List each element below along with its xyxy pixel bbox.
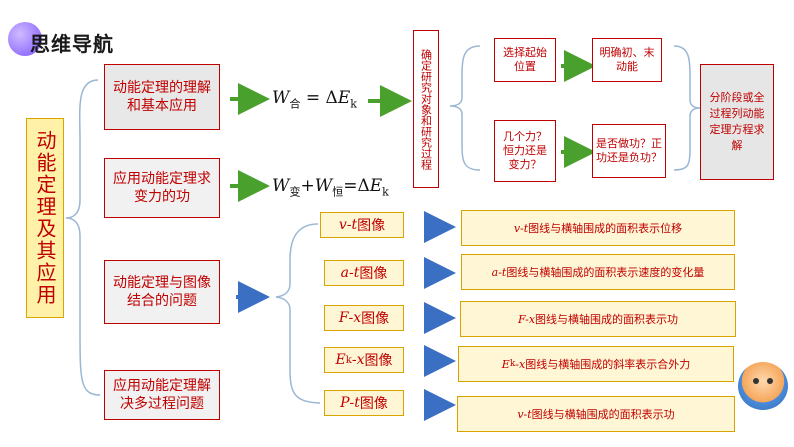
result-bracket [673,45,701,171]
branch-basic-application: 动能定理的理解和基本应用 [104,64,220,130]
branch-graph-problems: 动能定理与图像结合的问题 [104,260,220,324]
step-work-sign: 是否做功？正功还是负功？ [592,124,666,178]
step-determine-object: 确定研究对象和研究过程 [413,30,439,188]
step-solve-equation: 分阶段或全过程列动能定理方程求解 [700,64,774,180]
step-force-types: 几个力？恒力还是变力？ [494,120,556,182]
branch-variable-force-work: 应用动能定理求变力的功 [104,158,220,218]
equation-net-work: W合 = ΔEk [272,88,357,111]
mascot-illustration [738,362,788,410]
branch-multi-process: 应用动能定理解决多过程问题 [104,370,220,420]
graphs-bracket [275,223,321,404]
page-title: 思维导航 [30,32,114,56]
root-bracket [65,79,101,396]
equation-variable-work: W变+W恒=ΔEk [272,176,389,199]
steps-bracket [449,45,481,171]
root-topic: 动能定理及其应用 [26,118,64,318]
step-initial-final-ke: 明确初、末动能 [592,38,662,82]
header-decoration [8,22,42,56]
step-start-position: 选择起始位置 [494,38,556,82]
